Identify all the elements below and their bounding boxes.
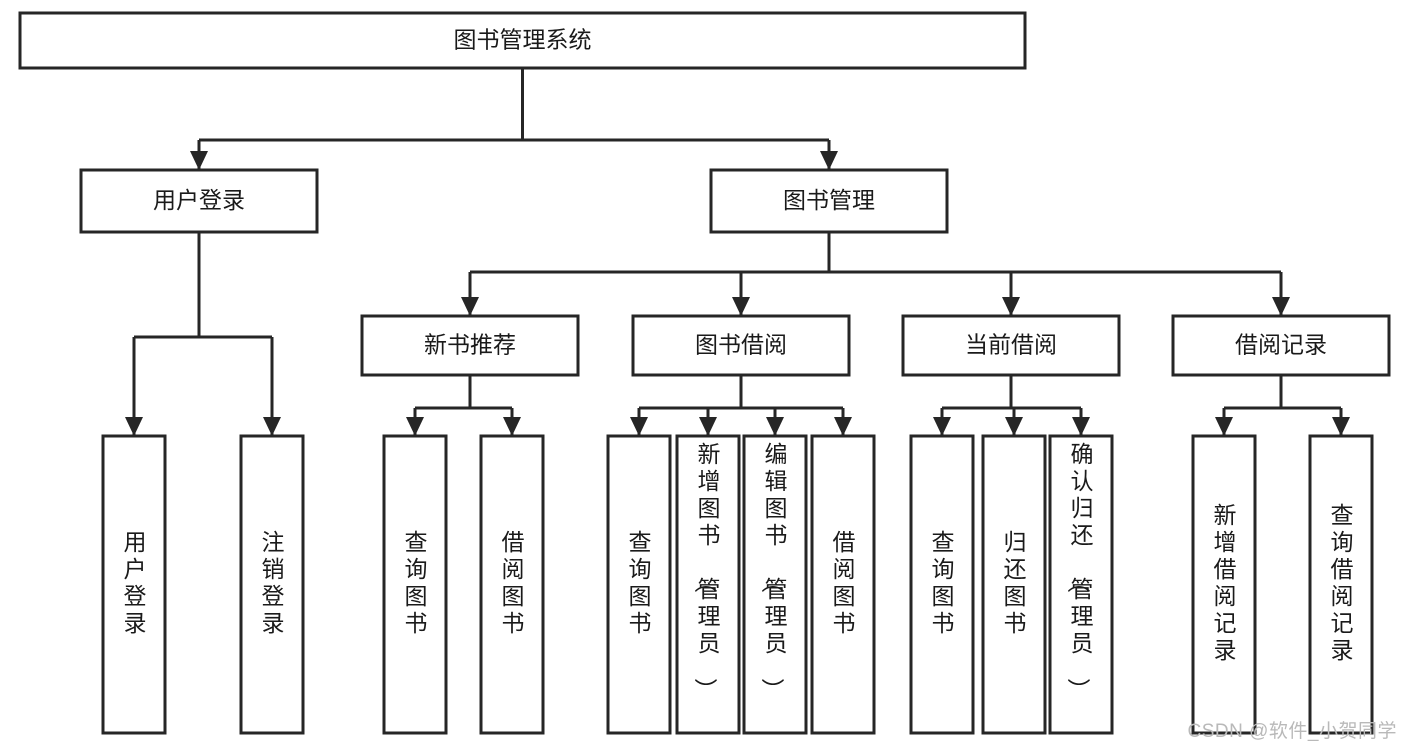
node-label: 归还图书 bbox=[1004, 529, 1027, 636]
edge-group-module-book-mgmt bbox=[461, 232, 1290, 316]
node-label: 图书借阅 bbox=[695, 332, 787, 358]
node-box bbox=[239, 434, 305, 735]
node-label: 查询图书 bbox=[405, 529, 428, 636]
node-label: 借阅图书 bbox=[502, 529, 525, 636]
arrow-head-icon bbox=[461, 297, 479, 316]
node-leaf-logout[interactable]: 注销登录 bbox=[239, 434, 305, 735]
node-label: 用户登录 bbox=[124, 529, 147, 636]
arrow-head-icon bbox=[1272, 297, 1290, 316]
arrow-head-icon bbox=[1215, 417, 1233, 436]
node-label: 注销登录 bbox=[262, 529, 285, 636]
arrow-head-icon bbox=[406, 417, 424, 436]
node-leaf-query-book-3[interactable]: 查询图书 bbox=[909, 434, 975, 735]
node-label: 新书推荐 bbox=[424, 332, 516, 358]
node-box bbox=[79, 168, 319, 234]
node-label: 借阅记录 bbox=[1235, 332, 1327, 358]
node-leaf-query-book-2[interactable]: 查询图书 bbox=[606, 434, 672, 735]
node-box bbox=[360, 314, 580, 377]
node-leaf-confirm-return[interactable]: 确认归还（管理员） bbox=[1048, 434, 1114, 735]
node-root[interactable]: 图书管理系统 bbox=[18, 11, 1027, 70]
node-leaf-add-book[interactable]: 新增图书（管理员） bbox=[675, 434, 741, 735]
node-label: 新增借阅记录 bbox=[1214, 502, 1237, 663]
arrow-head-icon bbox=[1002, 297, 1020, 316]
node-leaf-query-book-1[interactable]: 查询图书 bbox=[382, 434, 448, 735]
node-leaf-user-login[interactable]: 用户登录 bbox=[101, 434, 167, 735]
node-label: 借阅图书 bbox=[833, 529, 856, 636]
arrow-head-icon bbox=[820, 151, 838, 170]
node-label: 图书管理 bbox=[783, 187, 875, 213]
node-leaf-borrow-book-2[interactable]: 借阅图书 bbox=[810, 434, 876, 735]
node-box bbox=[606, 434, 672, 735]
node-sub-borrow-record[interactable]: 借阅记录 bbox=[1171, 314, 1391, 377]
node-box bbox=[382, 434, 448, 735]
edge-group-sub-new-book-rec bbox=[406, 375, 521, 436]
node-box bbox=[810, 434, 876, 735]
node-box bbox=[479, 434, 545, 735]
node-leaf-return-book[interactable]: 归还图书 bbox=[981, 434, 1047, 735]
arrow-head-icon bbox=[766, 417, 784, 436]
node-sub-new-book-rec[interactable]: 新书推荐 bbox=[360, 314, 580, 377]
edge-group-sub-book-borrow bbox=[630, 375, 852, 436]
arrow-head-icon bbox=[732, 297, 750, 316]
arrow-head-icon bbox=[125, 417, 143, 436]
arrow-head-icon bbox=[190, 151, 208, 170]
node-leaf-query-record[interactable]: 查询借阅记录 bbox=[1308, 434, 1374, 735]
node-label: 查询图书 bbox=[629, 529, 652, 636]
node-box bbox=[675, 434, 741, 735]
arrow-head-icon bbox=[630, 417, 648, 436]
arrow-head-icon bbox=[834, 417, 852, 436]
arrow-head-icon bbox=[1332, 417, 1350, 436]
arrow-head-icon bbox=[1072, 417, 1090, 436]
node-box bbox=[709, 168, 949, 234]
node-sub-book-borrow[interactable]: 图书借阅 bbox=[631, 314, 851, 377]
node-box bbox=[742, 434, 808, 735]
node-box bbox=[909, 434, 975, 735]
node-box bbox=[101, 434, 167, 735]
node-box bbox=[1191, 434, 1257, 735]
node-label: 用户登录 bbox=[153, 187, 245, 213]
arrow-head-icon bbox=[263, 417, 281, 436]
node-box bbox=[981, 434, 1047, 735]
node-box bbox=[901, 314, 1121, 377]
node-label: 查询图书 bbox=[932, 529, 955, 636]
node-label: 图书管理系统 bbox=[454, 27, 592, 53]
node-module-book-mgmt[interactable]: 图书管理 bbox=[709, 168, 949, 234]
edge-group-sub-borrow-record bbox=[1215, 375, 1350, 436]
node-module-user-login[interactable]: 用户登录 bbox=[79, 168, 319, 234]
node-label: 新增图书（管理员） bbox=[693, 441, 721, 701]
node-label: 编辑图书（管理员） bbox=[760, 441, 788, 701]
node-box bbox=[18, 11, 1027, 70]
arrow-head-icon bbox=[933, 417, 951, 436]
node-layer: 图书管理系统用户登录图书管理新书推荐图书借阅当前借阅借阅记录用户登录注销登录查询… bbox=[18, 11, 1391, 735]
node-box bbox=[631, 314, 851, 377]
edge-group-root bbox=[190, 68, 838, 170]
edge-group-module-user-login bbox=[125, 232, 281, 436]
node-label: 查询借阅记录 bbox=[1331, 502, 1354, 663]
arrow-head-icon bbox=[1005, 417, 1023, 436]
node-sub-current-borrow[interactable]: 当前借阅 bbox=[901, 314, 1121, 377]
node-label: 当前借阅 bbox=[965, 332, 1057, 358]
node-box bbox=[1308, 434, 1374, 735]
node-label: 确认归还（管理员） bbox=[1066, 441, 1094, 701]
node-leaf-edit-book[interactable]: 编辑图书（管理员） bbox=[742, 434, 808, 735]
connector-layer bbox=[125, 68, 1350, 436]
node-box bbox=[1171, 314, 1391, 377]
node-leaf-borrow-book-1[interactable]: 借阅图书 bbox=[479, 434, 545, 735]
node-leaf-add-record[interactable]: 新增借阅记录 bbox=[1191, 434, 1257, 735]
arrow-head-icon bbox=[699, 417, 717, 436]
arrow-head-icon bbox=[503, 417, 521, 436]
node-box bbox=[1048, 434, 1114, 735]
edge-group-sub-current-borrow bbox=[933, 375, 1090, 436]
